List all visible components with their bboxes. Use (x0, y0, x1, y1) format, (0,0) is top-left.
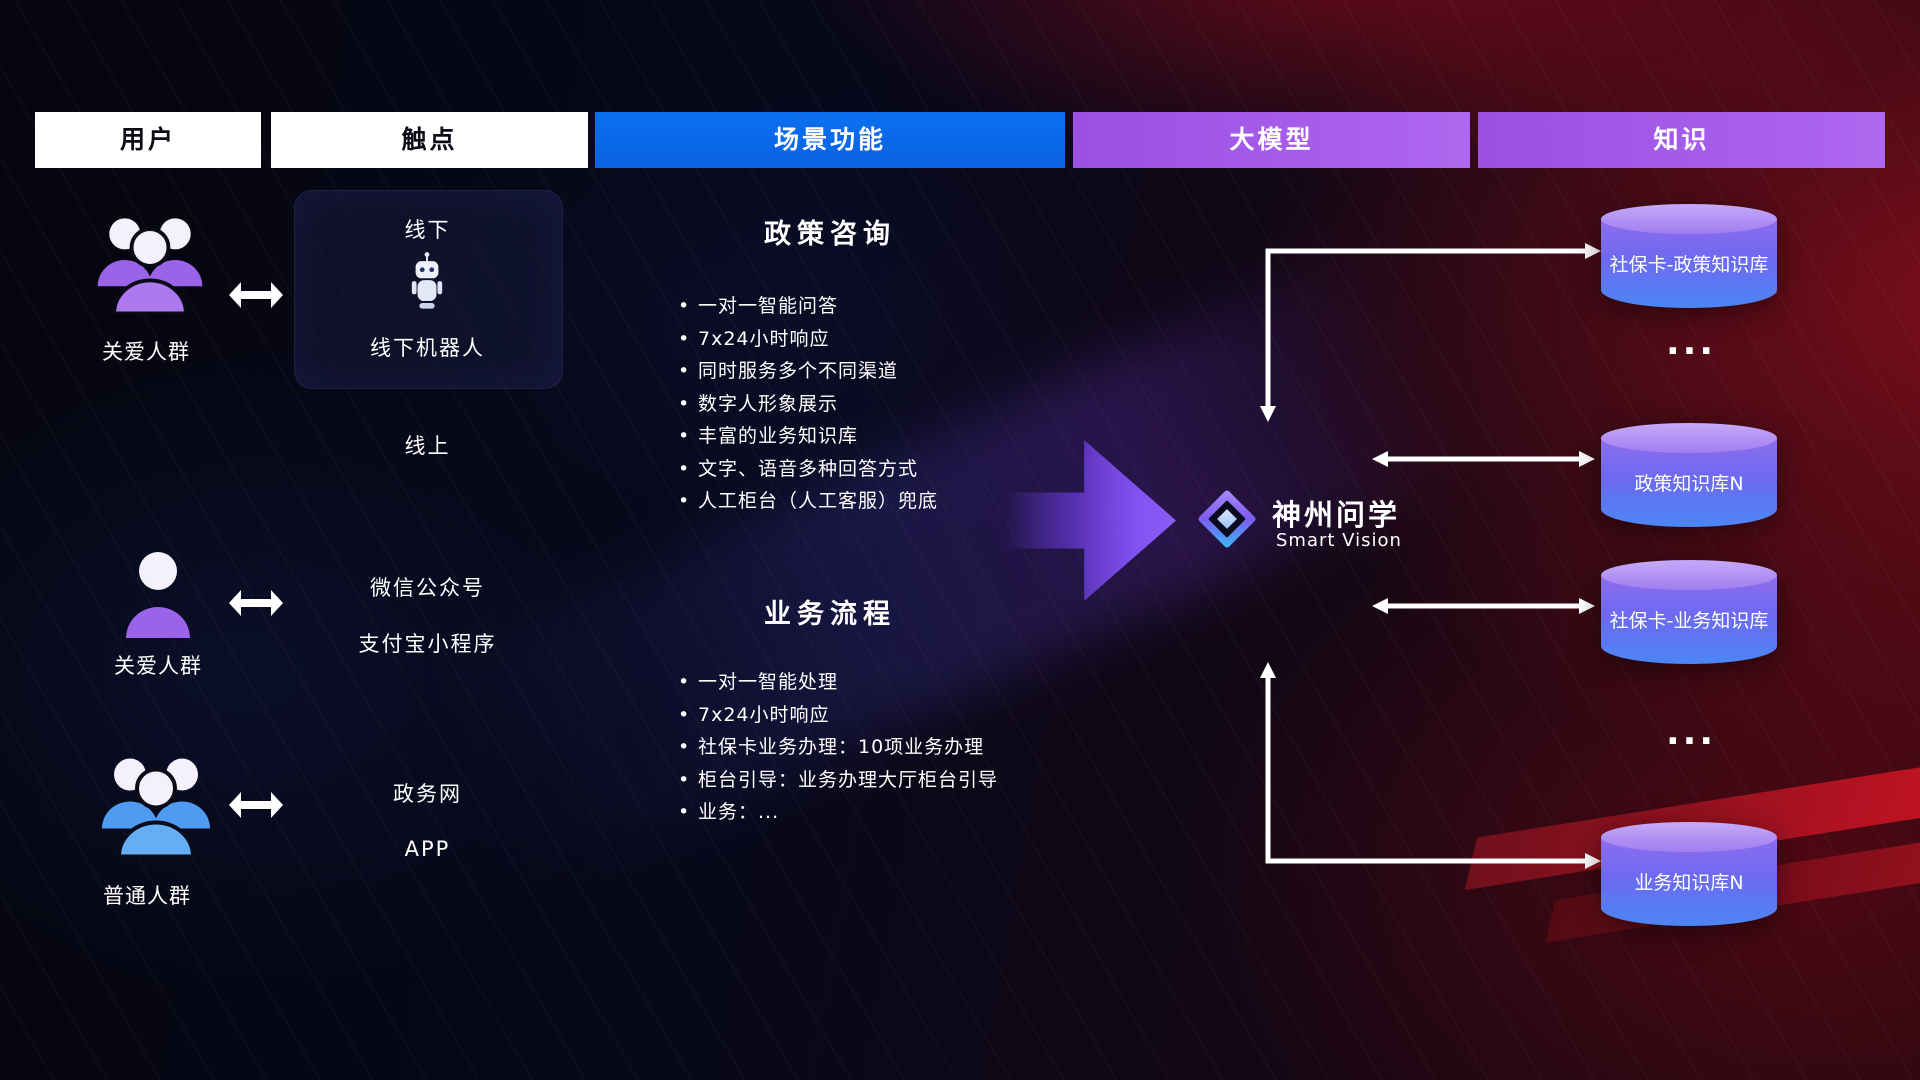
knowledge-db-policy-sscard: 社保卡-政策知识库 (1601, 204, 1777, 308)
list-item: 文字、语音多种回答方式 (676, 453, 938, 486)
brand-subtitle: Smart Vision (1276, 530, 1402, 551)
header-scene-functions: 场景功能 (595, 112, 1065, 168)
knowledge-db-policy-n: 政策知识库N (1601, 423, 1777, 527)
header-users: 用户 (35, 112, 261, 168)
user-label: 关爱人群 (114, 654, 202, 678)
knowledge-db-business-sscard: 社保卡-业务知识库 (1601, 560, 1777, 664)
wechat-label: 微信公众号 (370, 576, 485, 600)
double-arrow-icon (228, 790, 284, 824)
db-label: 业务知识库N (1634, 871, 1744, 894)
people-group-icon (86, 210, 214, 318)
scene-list-policy: 一对一智能问答 7x24小时响应 同时服务多个不同渠道 数字人形象展示 丰富的业… (676, 290, 938, 518)
knowledge-db-business-n: 业务知识库N (1601, 822, 1777, 926)
scene-list-business: 一对一智能处理 7x24小时响应 社保卡业务办理：10项业务办理 柜台引导：业务… (676, 666, 998, 829)
person-icon (124, 550, 192, 642)
robot-icon (408, 250, 446, 320)
db-cylinder-top (1601, 822, 1777, 852)
list-item: 同时服务多个不同渠道 (676, 355, 938, 388)
scene-title-policy: 政策咨询 (764, 219, 896, 250)
gov-web-label: 政务网 (393, 782, 462, 806)
user-label: 普通人群 (103, 884, 191, 908)
list-item: 丰富的业务知识库 (676, 420, 938, 453)
offline-robot-label: 线下机器人 (370, 336, 485, 360)
header-knowledge: 知识 (1478, 112, 1885, 168)
list-item: 数字人形象展示 (676, 388, 938, 421)
header-large-model: 大模型 (1073, 112, 1470, 168)
list-item: 人工柜台（人工客服）兜底 (676, 485, 938, 518)
db-cylinder-top (1601, 204, 1777, 234)
online-title: 线上 (404, 434, 451, 458)
ellipsis: ... (1665, 322, 1717, 363)
ellipsis: ... (1665, 712, 1717, 753)
db-label: 社保卡-业务知识库 (1609, 609, 1769, 632)
double-arrow-icon (228, 280, 284, 314)
app-label: APP (404, 837, 451, 861)
list-item: 一对一智能处理 (676, 666, 998, 699)
brand-logo-icon (1192, 484, 1262, 558)
people-group-icon (90, 750, 222, 861)
user-label: 关爱人群 (102, 340, 190, 364)
list-item: 柜台引导：业务办理大厅柜台引导 (676, 764, 998, 797)
scene-title-business: 业务流程 (764, 599, 896, 630)
db-cylinder-top (1601, 423, 1777, 453)
list-item: 业务：... (676, 796, 998, 829)
double-arrow-icon (228, 588, 284, 622)
db-cylinder-top (1601, 560, 1777, 590)
db-label: 社保卡-政策知识库 (1609, 253, 1769, 276)
alipay-label: 支付宝小程序 (358, 632, 497, 656)
header-touchpoints: 触点 (271, 112, 588, 168)
list-item: 一对一智能问答 (676, 290, 938, 323)
list-item: 7x24小时响应 (676, 323, 938, 356)
brand-name: 神州问学 (1272, 498, 1401, 532)
connector-arrows (1260, 243, 1601, 869)
list-item: 7x24小时响应 (676, 699, 998, 732)
list-item: 社保卡业务办理：10项业务办理 (676, 731, 998, 764)
offline-title: 线下 (404, 218, 451, 242)
db-label: 政策知识库N (1634, 472, 1744, 495)
